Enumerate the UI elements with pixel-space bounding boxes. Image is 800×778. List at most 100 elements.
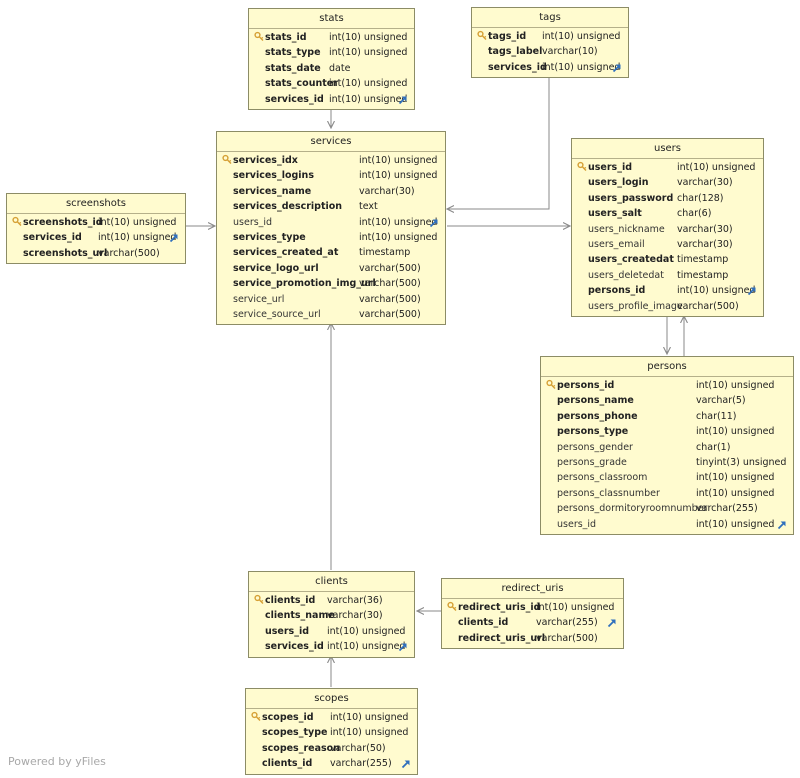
field-type: varchar(30) [359,185,415,197]
table-title: users [572,139,763,159]
field-type: varchar(255) [696,503,758,515]
primary-key-icon [447,600,457,615]
field-type: char(11) [696,410,737,422]
field-type: int(10) unsigned [359,216,438,228]
field-type: int(10) unsigned [696,518,775,530]
primary-key-icon [222,153,232,168]
field-name: users_id [265,625,310,637]
field-name: scopes_type [262,727,328,739]
primary-key-icon [12,215,22,230]
primary-key-icon [577,160,587,175]
field-type: int(10) unsigned [536,602,615,613]
field-name: screenshots_id [23,217,103,228]
field-row[interactable]: users_id int(10) unsigned [249,624,414,639]
field-name: users_nickname [588,223,665,235]
table-title: scopes [246,689,417,709]
powered-by-yfiles: Powered by yFiles [8,755,106,768]
field-name: persons_classnumber [557,487,660,499]
foreign-key-arrow-icon [169,233,179,243]
field-name: stats_id [265,32,307,43]
field-name: service_url [233,293,285,305]
field-name: services_type [233,231,306,243]
field-type: int(10) unsigned [329,32,408,43]
field-name: services_created_at [233,247,339,259]
field-name: service_logo_url [233,262,319,274]
table-title: tags [472,8,628,28]
field-type: varchar(10) [542,46,598,58]
field-type: int(10) unsigned [359,231,438,243]
field-type: int(10) unsigned [329,93,408,105]
field-type: int(10) unsigned [330,727,409,739]
foreign-key-arrow-icon [401,759,411,769]
field-row[interactable]: stats_id int(10) unsigned [249,30,414,45]
field-type: varchar(30) [677,177,733,189]
field-type: varchar(36) [327,595,383,606]
field-name: redirect_uris_id [458,602,541,613]
field-row[interactable]: services_type int(10) unsigned [217,230,445,245]
field-type: varchar(255) [330,758,392,770]
field-type: int(10) unsigned [327,625,406,637]
field-name: persons_name [557,395,634,407]
field-name: scopes_reason [262,742,340,754]
